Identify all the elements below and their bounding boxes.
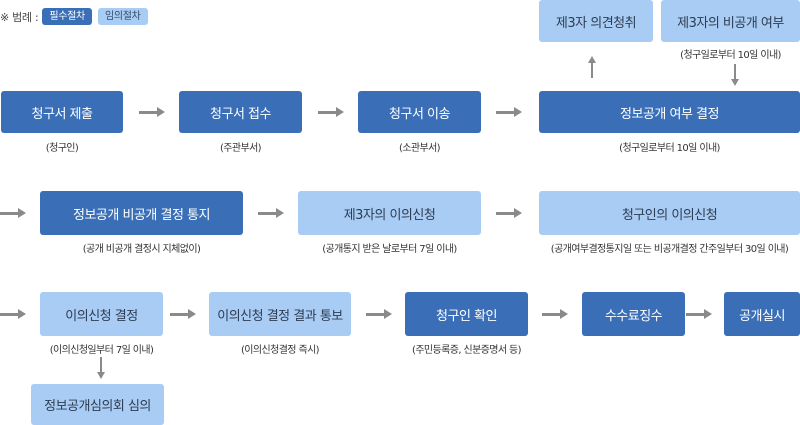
step-submit-request: 청구서 제출 (1, 91, 123, 133)
arrow-right-icon (496, 208, 522, 218)
arrow-right-icon (366, 309, 392, 319)
note-disclosure-decision: (청구일로부터 10일 이내) (619, 143, 720, 154)
arrow-right-icon (542, 309, 568, 319)
step-decision-notice: 정보공개 비공개 결정 통지 (40, 191, 243, 235)
legend-label: ※ 범례 : (0, 10, 39, 24)
arrow-right-icon (0, 309, 26, 319)
note-claimant-verification: (주민등록증, 신분증명서 등) (412, 345, 522, 356)
note-objection-decision: (이의신청일부터 7일 이내) (49, 345, 154, 356)
note-decision-notice: (공개 비공개 결정시 지체없이) (82, 244, 201, 255)
note-claimant-objection: (공개여부결정통지일 또는 비공개결정 간주일부터 30일 이내) (550, 244, 789, 255)
arrow-right-icon (139, 107, 165, 117)
step-disclosure: 공개실시 (724, 292, 800, 336)
arrow-right-icon (258, 208, 284, 218)
arrow-right-icon (0, 208, 26, 218)
arrow-up-icon (588, 56, 596, 78)
step-claimant-verification: 청구인 확인 (405, 292, 528, 336)
note-objection-result-notice: (이의신청결정 즉시) (241, 345, 320, 356)
note-transfer-request: (소관부서) (398, 143, 441, 154)
legend: ※ 범례 : 필수절차 임의절차 (0, 8, 154, 25)
arrow-down-icon (97, 357, 105, 379)
step-third-party-objection: 제3자의 이의신청 (298, 191, 481, 235)
step-objection-result-notice: 이의신청 결정 결과 통보 (209, 292, 351, 336)
note-receive-request: (주관부서) (219, 143, 262, 154)
step-disclosure-decision: 정보공개 여부 결정 (539, 91, 800, 133)
note-third-party-nondisclosure: (청구일로부터 10일 이내) (680, 50, 781, 61)
arrow-right-icon (170, 309, 196, 319)
step-committee-review: 정보공개심의회 심의 (31, 384, 164, 425)
step-third-party-nondisclosure: 제3자의 비공개 여부 (661, 0, 800, 42)
arrow-down-icon (731, 64, 739, 86)
legend-optional-chip: 임의절차 (97, 8, 148, 25)
step-third-party-opinion: 제3자 의견청취 (539, 0, 653, 42)
arrow-right-icon (686, 309, 712, 319)
arrow-right-icon (496, 107, 522, 117)
arrow-right-icon (318, 107, 344, 117)
note-submit-request: (청구인) (45, 143, 79, 154)
step-transfer-request: 청구서 이송 (358, 91, 481, 133)
legend-required-chip: 필수절차 (42, 8, 92, 25)
step-objection-decision: 이의신청 결정 (40, 292, 163, 336)
step-claimant-objection: 청구인의 이의신청 (539, 191, 800, 235)
step-fee-collection: 수수료징수 (582, 292, 685, 336)
step-receive-request: 청구서 접수 (179, 91, 302, 133)
note-third-party-objection: (공개통지 받은 날로부터 7일 이내) (322, 244, 457, 255)
